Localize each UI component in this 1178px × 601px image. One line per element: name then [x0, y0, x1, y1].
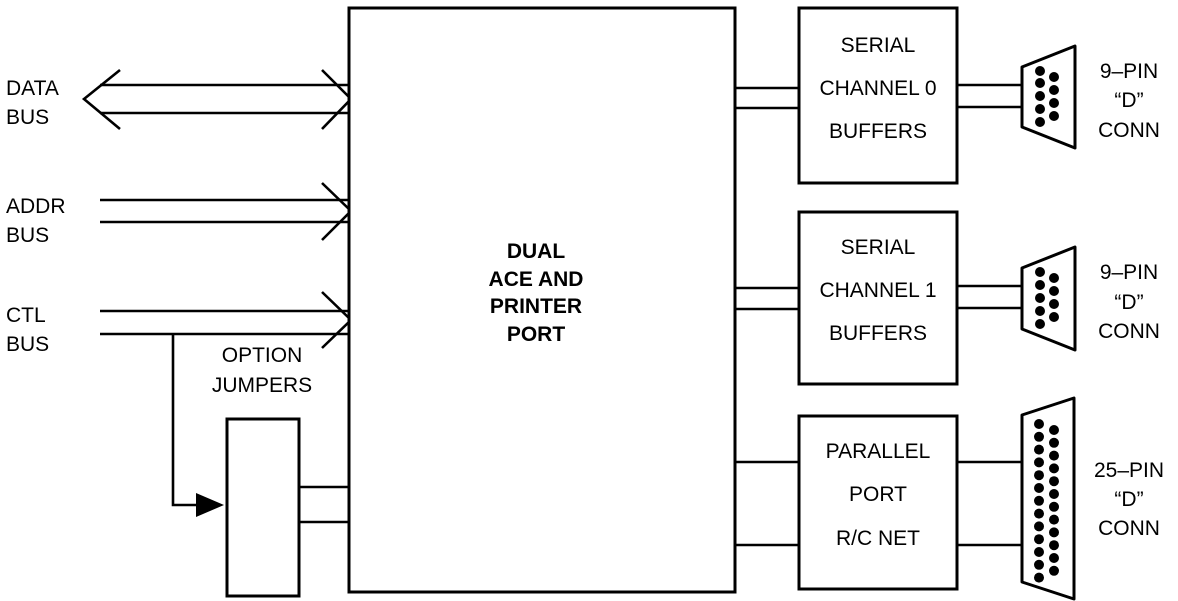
connector-pin	[1049, 476, 1059, 487]
ctl-bus-label-line1: CTL	[6, 304, 46, 327]
connector-pin	[1049, 565, 1059, 576]
core-label-line2: ACE AND	[489, 268, 584, 291]
connector-pin	[1034, 547, 1044, 557]
serial-channel-0-buffers-block	[797, 6, 959, 185]
connector-pin	[1049, 540, 1059, 551]
connector-pin	[1034, 470, 1044, 481]
option-jumpers-block	[225, 417, 301, 598]
conn25-label-line2: “D”	[1114, 488, 1143, 511]
connector-pin	[1034, 559, 1044, 570]
connector-pin	[1034, 431, 1044, 442]
serial1-label-line3: BUFFERS	[829, 322, 927, 345]
serial0-label-line1: SERIAL	[841, 34, 916, 57]
connector-pin	[1049, 425, 1059, 435]
parallel-port-rc-net-block	[797, 414, 959, 591]
data-bus-label-line2: BUS	[6, 106, 49, 129]
addr-bus-label-line1: ADDR	[6, 195, 66, 218]
conn25-label-line3: CONN	[1098, 517, 1160, 540]
connector-pin	[1049, 501, 1059, 512]
serial1-label-line2: CHANNEL 1	[819, 279, 936, 302]
connector-pin	[1034, 419, 1044, 429]
connector-pin	[1049, 527, 1059, 538]
ctl-to-jumpers-line	[171, 334, 200, 507]
connector-pin	[1049, 489, 1059, 499]
connector-pin	[1034, 457, 1044, 468]
connector-pin	[1049, 463, 1059, 474]
serial-channel-1-buffers-block	[797, 210, 959, 386]
addr-bus-arrow	[100, 182, 353, 241]
conn9b-label-line3: CONN	[1098, 320, 1160, 343]
parallel-label-line1: PARALLEL	[826, 440, 931, 463]
core-label-line1: DUAL	[507, 240, 565, 263]
connector-pin	[1034, 534, 1044, 545]
ctl-bus-label-line2: BUS	[6, 333, 49, 356]
conn9a-label-line2: “D”	[1114, 89, 1143, 112]
serial0-label-line2: CHANNEL 0	[819, 77, 936, 100]
conn9b-label-line2: “D”	[1114, 291, 1143, 314]
parallel-label-line2: PORT	[849, 483, 907, 506]
jumpers-arrowhead	[196, 493, 224, 517]
connector-pin	[1034, 495, 1044, 506]
conn-9pin-1-icon	[1020, 245, 1077, 352]
core-label-line3: PRINTER	[490, 295, 582, 318]
connector-pin	[1049, 437, 1059, 448]
serial1-label-line1: SERIAL	[841, 236, 916, 259]
connector-pin	[1049, 450, 1059, 461]
connector-pin	[1034, 521, 1044, 532]
conn-9pin-0-icon	[1020, 44, 1077, 150]
conn9b-label-line1: 9–PIN	[1100, 261, 1158, 284]
ctl-bus-arrow	[100, 291, 353, 349]
option-jumpers-label-line1: OPTION	[222, 344, 303, 367]
connector-pin	[1034, 483, 1044, 493]
dual-ace-printer-port-block	[347, 6, 737, 594]
parallel-label-line3: R/C NET	[836, 527, 920, 550]
serial0-label-line3: BUFFERS	[829, 120, 927, 143]
data-bus-label-line1: DATA	[6, 77, 59, 100]
conn25-label-line1: 25–PIN	[1094, 459, 1164, 482]
data-bus-arrow	[81, 68, 353, 130]
conn9a-label-line1: 9–PIN	[1100, 60, 1158, 83]
option-jumpers-label-line2: JUMPERS	[212, 374, 312, 397]
connector-pin	[1034, 444, 1044, 455]
addr-bus-label-line2: BUS	[6, 224, 49, 247]
conn9a-label-line3: CONN	[1098, 119, 1160, 142]
connector-pin	[1049, 553, 1059, 563]
connector-pin	[1034, 508, 1044, 519]
connector-pin	[1049, 514, 1059, 525]
core-label-line4: PORT	[507, 323, 566, 346]
conn-25pin-icon	[1020, 396, 1076, 601]
connector-pin	[1034, 572, 1044, 583]
